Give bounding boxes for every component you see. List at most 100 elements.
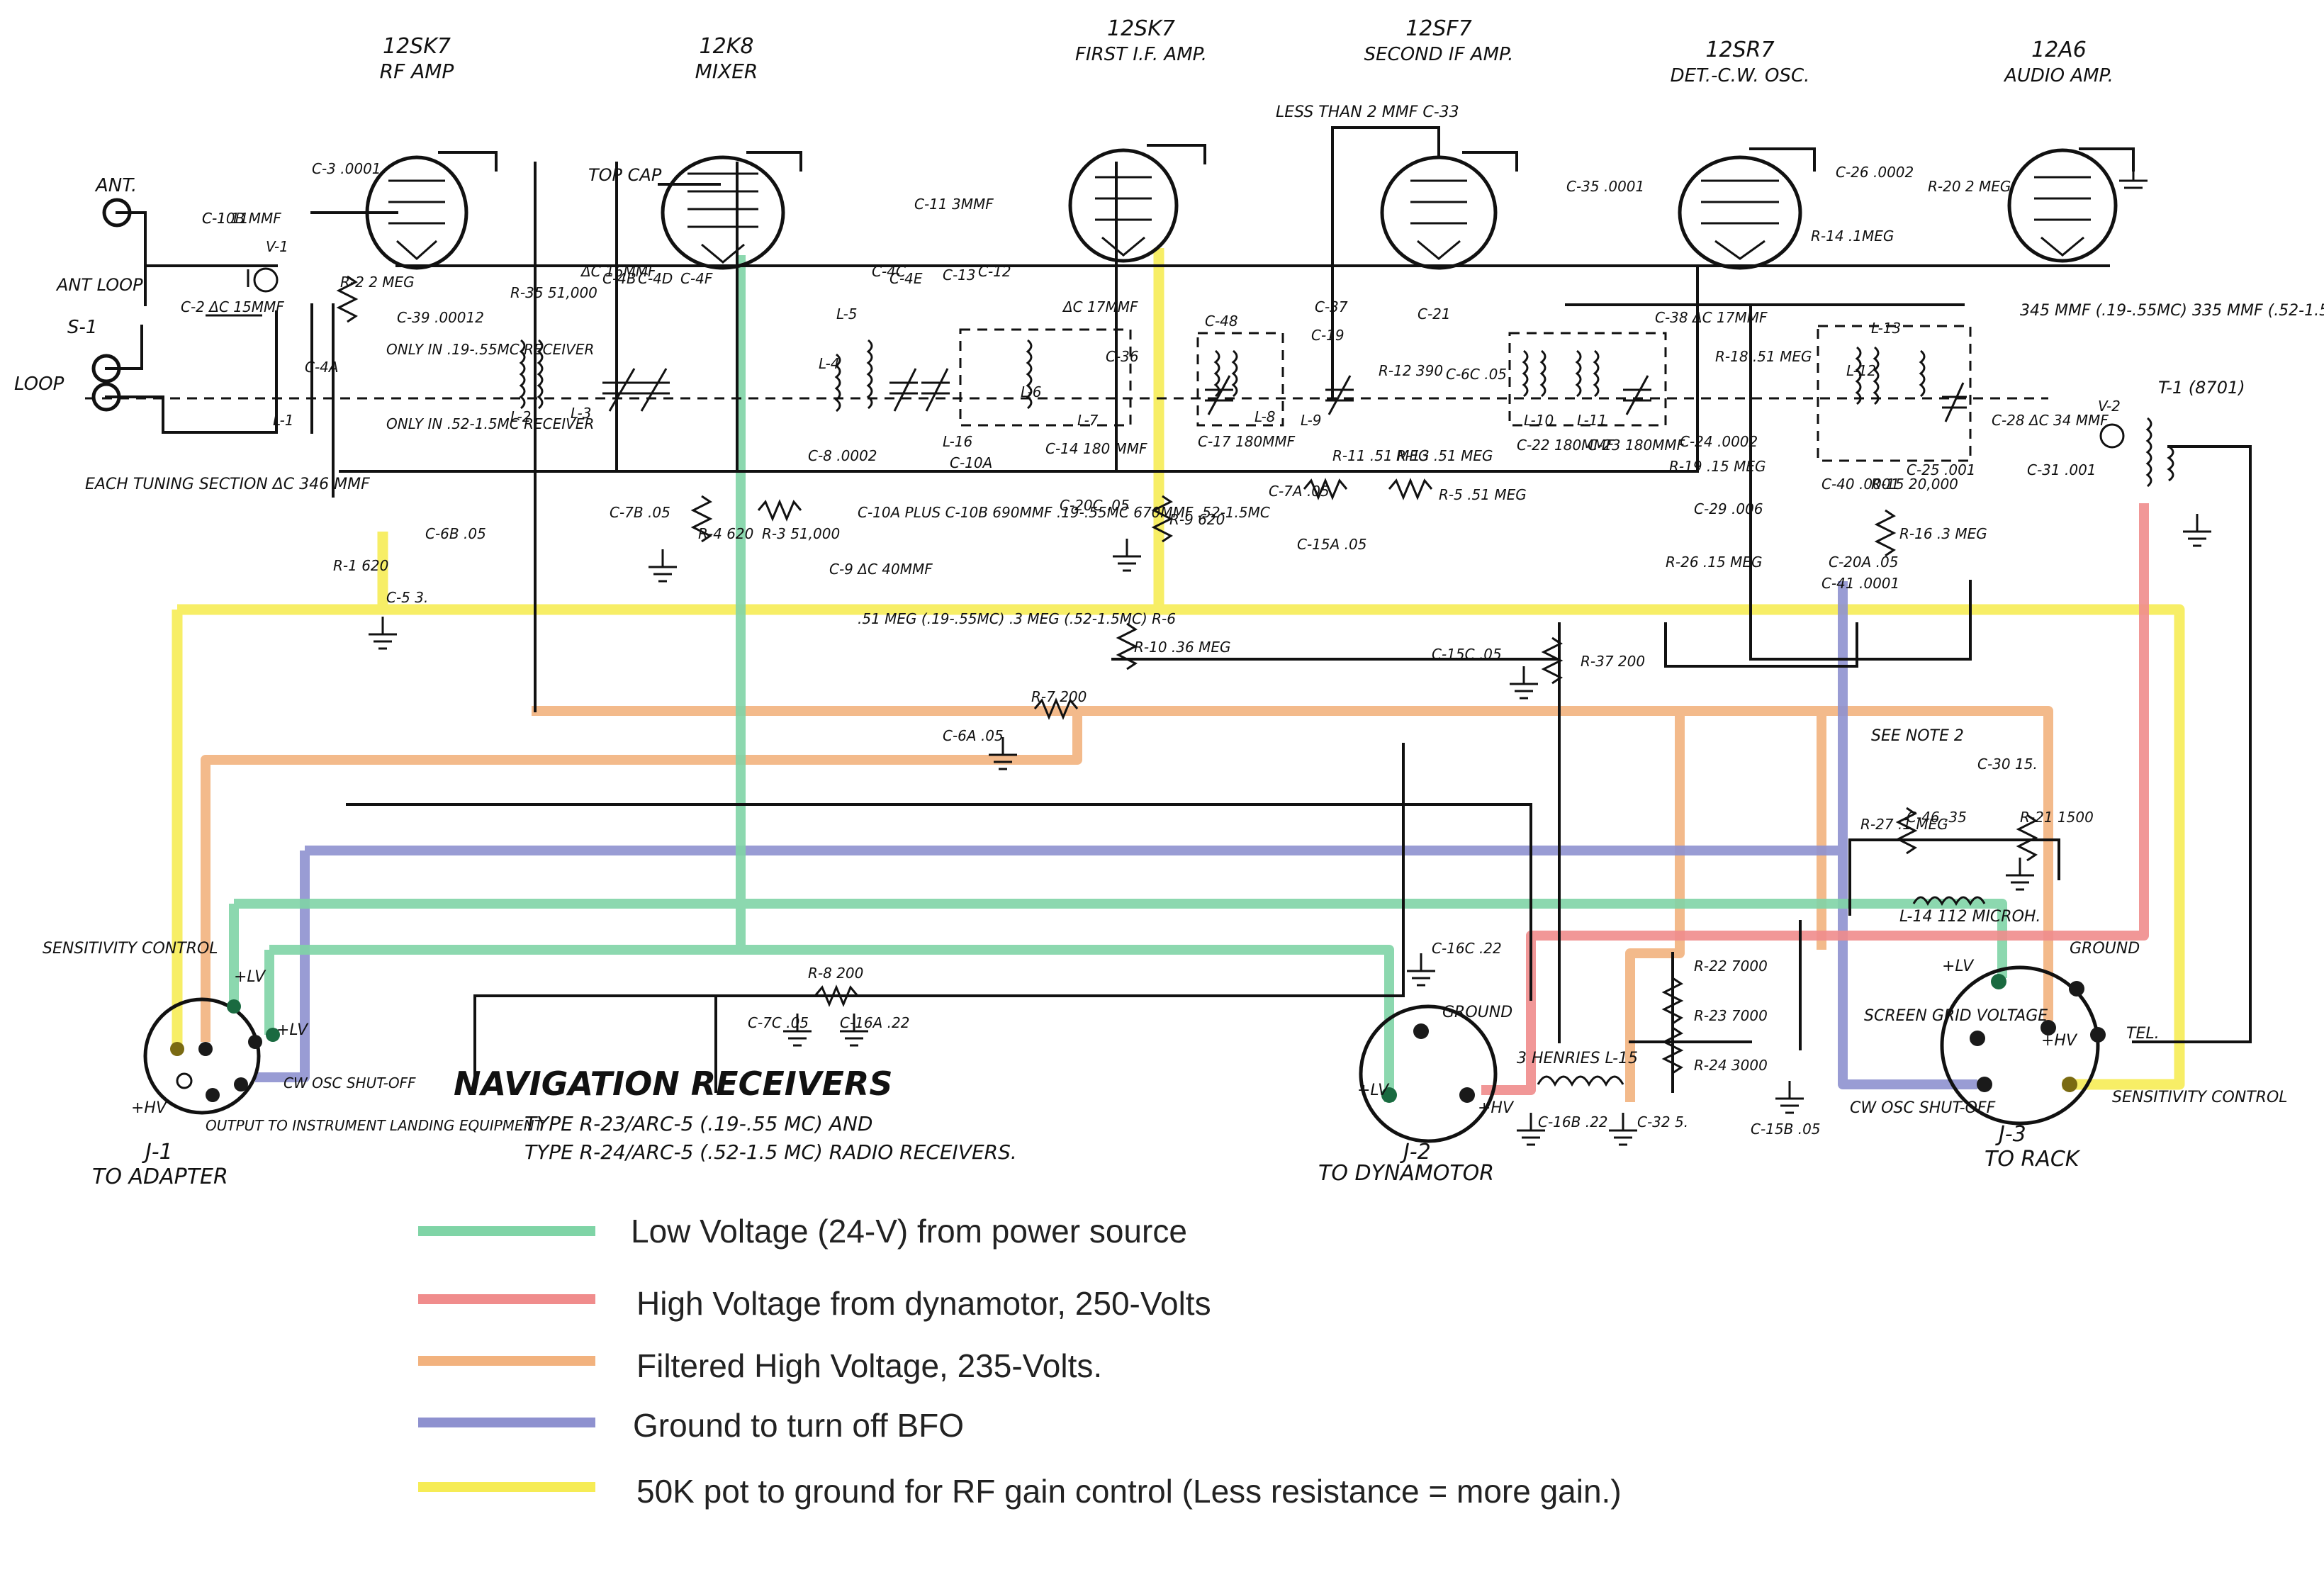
tube1-function: RF AMP bbox=[380, 60, 454, 83]
label-tel: TEL. bbox=[2126, 1025, 2160, 1043]
component-label: C-11 3MMF bbox=[914, 196, 994, 213]
component-label: C-16C .22 bbox=[1432, 940, 1502, 957]
pilot-lamp-v2 bbox=[2099, 423, 2125, 449]
tube2-type: 12K8 bbox=[700, 34, 754, 59]
component-label: V-1 bbox=[266, 238, 288, 255]
component-label: C-5 3. bbox=[386, 589, 428, 606]
component-label: C-36 bbox=[1106, 348, 1139, 365]
component-label: L-10 bbox=[1524, 412, 1554, 429]
component-label: R-10 .36 MEG bbox=[1134, 639, 1230, 656]
tube6-type: 12A6 bbox=[2031, 38, 2087, 62]
j1-id: J-1 bbox=[142, 1140, 173, 1164]
j2-label: TO DYNAMOTOR bbox=[1318, 1161, 1494, 1186]
component-label: C-21 bbox=[1418, 305, 1451, 322]
component-label: C-37 bbox=[1315, 298, 1348, 315]
resistors bbox=[336, 275, 2038, 1074]
label-ant-loop: ANT LOOP bbox=[55, 275, 143, 295]
tube-v2-mixer bbox=[661, 155, 785, 270]
component-label: C-15B .05 bbox=[1751, 1121, 1821, 1138]
component-label: ΔC 17MMF bbox=[1062, 298, 1138, 315]
component-label: R-7 200 bbox=[1031, 688, 1087, 705]
ant-terminal bbox=[102, 198, 132, 228]
component-label: R-35 51,000 bbox=[510, 284, 597, 301]
label-c10-note: C-10A PLUS C-10B 690MMF .19-.55MC 670MMF… bbox=[858, 504, 1270, 521]
tube2-function: MIXER bbox=[695, 60, 758, 83]
component-label: R-9 620 bbox=[1169, 511, 1225, 528]
label-loop: LOOP bbox=[14, 374, 64, 395]
if-transformers bbox=[519, 339, 2174, 488]
legend: Low Voltage (24-V) from power source Hig… bbox=[418, 1213, 1622, 1510]
component-label: C-20A .05 bbox=[1829, 554, 1898, 571]
component-label: C-46 .35 bbox=[1907, 809, 1967, 826]
component-label: C-6A .05 bbox=[943, 727, 1004, 744]
component-label: L-1 bbox=[273, 412, 294, 429]
bfo-ground-wire bbox=[255, 581, 1977, 1089]
schematic-title: NAVIGATION RECEIVERS bbox=[454, 1065, 892, 1103]
tube6-function: AUDIO AMP. bbox=[2003, 65, 2114, 86]
component-label: R-4 620 bbox=[698, 525, 753, 542]
rf-gain-wire bbox=[172, 248, 2185, 1090]
label-only-52: ONLY IN .52-1.5MC RECEIVER bbox=[386, 415, 594, 432]
component-label: C-23 180MMF bbox=[1588, 437, 1685, 454]
tube3-function: FIRST I.F. AMP. bbox=[1075, 44, 1207, 65]
choke-l14 bbox=[1912, 896, 1986, 907]
component-label: C-4E bbox=[889, 270, 923, 287]
component-label: L-2 bbox=[510, 408, 532, 425]
tube-v6-audio-amp bbox=[2007, 148, 2118, 263]
component-label: R-8 200 bbox=[808, 965, 863, 982]
component-label: C-10B bbox=[202, 210, 245, 227]
component-label: R-27 .1 MEG bbox=[1860, 816, 1948, 833]
component-label: C-14 180 MMF bbox=[1045, 440, 1147, 457]
component-label: L-16 bbox=[943, 433, 972, 450]
component-label: C-30 15. bbox=[1977, 756, 2038, 773]
label-sensitivity-j1: SENSITIVITY CONTROL bbox=[43, 940, 218, 958]
label-ground-j3: GROUND bbox=[2070, 940, 2140, 958]
component-label: R-24 3000 bbox=[1694, 1057, 1768, 1074]
component-label: C-24 .0002 bbox=[1680, 433, 1758, 450]
legend-text-bfo-ground: Ground to turn off BFO bbox=[633, 1407, 964, 1444]
label-r6-note: .51 MEG (.19-.55MC) .3 MEG (.52-1.5MC) R… bbox=[858, 610, 1176, 627]
pin-label-lv-j3: +LV bbox=[1942, 958, 1975, 975]
component-label: C-4A bbox=[305, 359, 339, 376]
schematic-subtitle-1: TYPE R-23/ARC-5 (.19-.55 MC) AND bbox=[524, 1112, 872, 1135]
legend-text-high-voltage: High Voltage from dynamotor, 250-Volts bbox=[636, 1285, 1211, 1322]
component-label: C-4C bbox=[872, 263, 906, 280]
j3-label: TO RACK bbox=[1985, 1147, 2081, 1172]
j2-id: J-2 bbox=[1400, 1140, 1431, 1164]
component-label: R-1 620 bbox=[333, 557, 388, 574]
component-label: R-14 .1MEG bbox=[1811, 228, 1894, 245]
component-label: L-11 bbox=[1577, 412, 1607, 429]
variable-capacitors bbox=[602, 368, 1967, 422]
component-label: C-17 180MMF bbox=[1198, 433, 1296, 450]
component-label: L-7 bbox=[1077, 412, 1099, 429]
component-label: R-2 2 MEG bbox=[340, 274, 415, 291]
component-label: R-26 .15 MEG bbox=[1666, 554, 1762, 571]
tube-v3-first-if bbox=[1068, 148, 1179, 263]
component-label: R-3 51,000 bbox=[762, 525, 840, 542]
component-label: C-3 .0001 bbox=[312, 160, 381, 177]
component-label: C-39 .00012 bbox=[397, 309, 484, 326]
pilot-lamp-v1 bbox=[253, 267, 279, 293]
pin-label-hv-j2: +HV bbox=[1478, 1099, 1515, 1117]
component-label: L-13 bbox=[1871, 320, 1901, 337]
component-label: C-6B .05 bbox=[425, 525, 486, 542]
label-cw-osc-j3: CW OSC SHUT-OFF bbox=[1850, 1099, 1996, 1117]
component-label: C-4F bbox=[680, 270, 713, 287]
component-label: R-23 7000 bbox=[1694, 1007, 1768, 1024]
component-label: R-12 390 bbox=[1379, 362, 1443, 379]
label-t1-caps: 345 MMF (.19-.55MC) 335 MMF (.52-1.5MC) bbox=[2020, 302, 2324, 320]
component-label: C-9 ΔC 40MMF bbox=[829, 561, 933, 578]
pin-label-lv-j1b: +LV bbox=[276, 1021, 309, 1039]
component-label: C-40 .0001 bbox=[1821, 476, 1899, 493]
label-s1: S-1 bbox=[67, 317, 97, 338]
legend-text-filtered-hv: Filtered High Voltage, 235-Volts. bbox=[636, 1347, 1102, 1384]
label-t1: T-1 (8701) bbox=[2158, 378, 2245, 398]
label-see-note: SEE NOTE 2 bbox=[1871, 727, 1964, 745]
component-label: V-2 bbox=[2098, 398, 2121, 415]
tube1-type: 12SK7 bbox=[383, 34, 451, 59]
label-sensitivity-j3: SENSITIVITY CONTROL bbox=[2112, 1089, 2288, 1106]
component-label: C-8 .0002 bbox=[808, 447, 877, 464]
pin-label-hv-j3: +HV bbox=[2041, 1032, 2078, 1050]
component-label: L-9 bbox=[1301, 412, 1322, 429]
